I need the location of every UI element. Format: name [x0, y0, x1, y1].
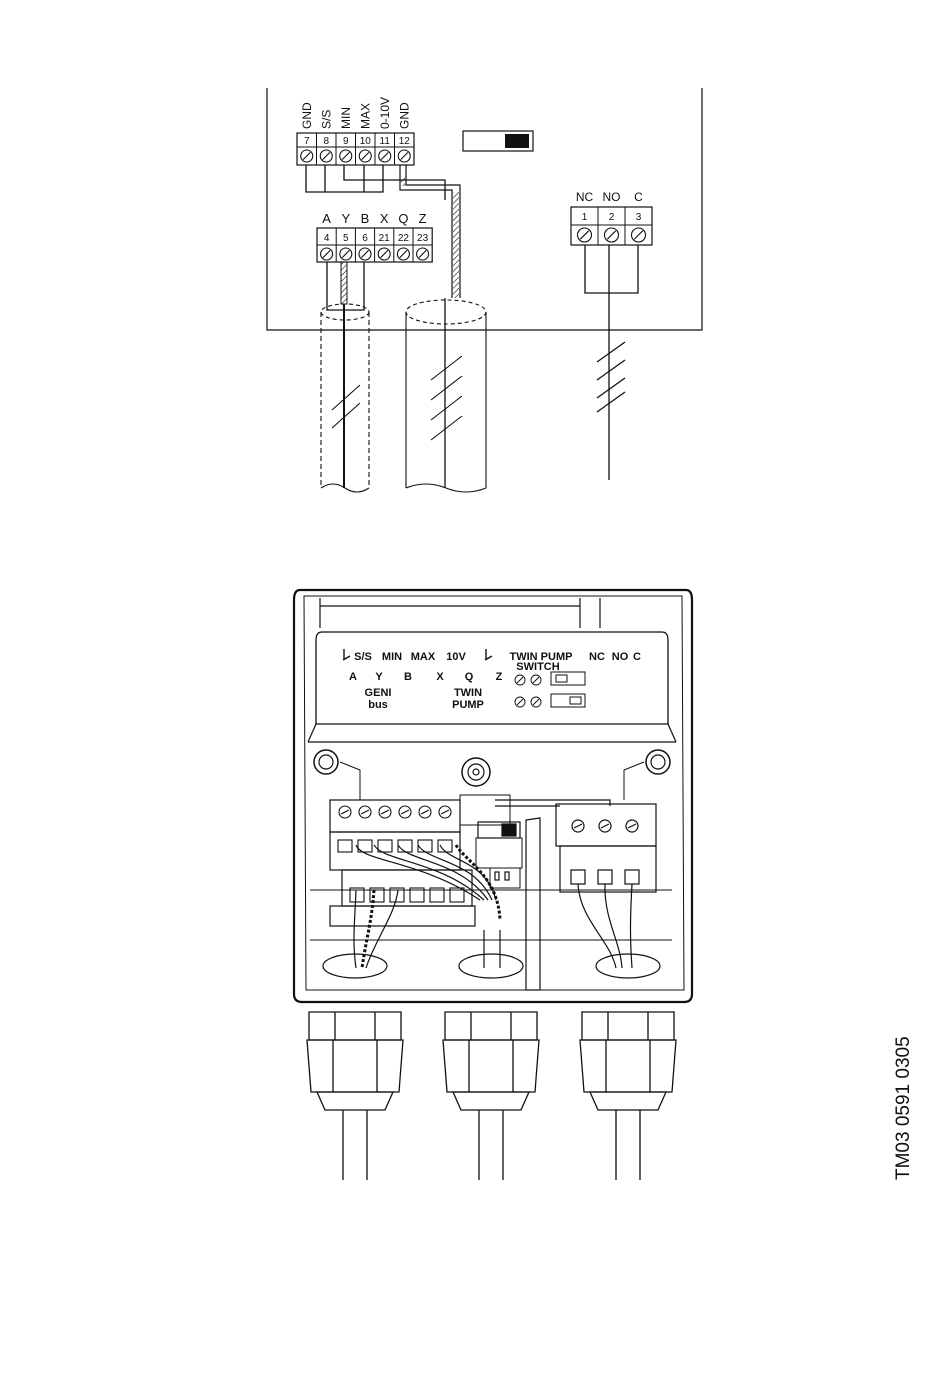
terminal-number: 23 [417, 233, 429, 244]
terminal-number: 10 [360, 136, 372, 147]
terminal-label: GND [300, 102, 314, 129]
terminal-label: NO [603, 190, 621, 204]
panel-label: GENI [365, 687, 392, 699]
panel-label: bus [368, 699, 388, 711]
terminal-label: MIN [339, 107, 353, 129]
terminal-number: 5 [343, 233, 349, 244]
control-terminal-block [330, 800, 475, 926]
panel-label: A [349, 671, 357, 683]
panel-label: C [633, 651, 641, 663]
relay-terminal-strip: 1 NC 2 NO 3 C [571, 190, 652, 245]
panel-label: NO [612, 651, 629, 663]
terminal-number: 11 [380, 136, 391, 147]
terminal-label: C [634, 190, 643, 204]
relay-wiring [585, 245, 638, 480]
terminal-label: NC [576, 190, 594, 204]
panel-label: 10V [446, 651, 466, 663]
twin-pump-switch-knob [505, 134, 529, 148]
terminal-number: 8 [323, 136, 329, 147]
terminal-number: 21 [379, 233, 391, 244]
document-id: TM03 0591 0305 [893, 1120, 913, 1180]
panel-label: S/S [354, 651, 372, 663]
ground-icon [343, 649, 350, 660]
terminal-label: Q [398, 211, 408, 226]
terminal-number: 9 [343, 136, 349, 147]
terminal-label: Y [341, 211, 350, 226]
panel-label: MIN [382, 651, 402, 663]
terminal-number: 12 [399, 136, 411, 147]
panel-label: Y [375, 671, 383, 683]
bus-terminal-strip: 4 A 5 Y 6 B 21 X 22 Q 23 Z [317, 211, 432, 262]
terminal-label: GND [397, 102, 411, 129]
panel-label: Z [496, 671, 503, 683]
terminal-label: X [380, 211, 389, 226]
terminal-number: 22 [398, 233, 410, 244]
terminal-number: 1 [582, 212, 588, 223]
top-terminal-strip: 7 GND 8 S/S 9 MIN 10 MAX 11 0-10V 12 GND [297, 97, 414, 165]
terminal-label: Z [419, 211, 427, 226]
terminal-label: A [322, 211, 331, 226]
panel-label: NC [589, 651, 605, 663]
panel-label: SWITCH [516, 661, 559, 673]
terminal-label: B [361, 211, 370, 226]
terminal-label: MAX [358, 103, 372, 129]
box-twin-pump-switch[interactable] [502, 824, 516, 836]
pump-symbol-icon [515, 675, 541, 707]
cable-analog [406, 300, 486, 492]
panel-label: MAX [411, 651, 436, 663]
terminal-label: S/S [319, 110, 333, 129]
ground-icon [485, 649, 492, 660]
panel-switch-twin [551, 694, 585, 707]
panel-label: TWIN [454, 687, 482, 699]
terminal-number: 7 [304, 136, 310, 147]
panel-label: PUMP [452, 699, 484, 711]
terminal-number: 2 [609, 212, 615, 223]
bus-wiring [327, 262, 364, 488]
terminal-number: 6 [362, 233, 368, 244]
terminal-number: 4 [324, 233, 330, 244]
panel-label: B [404, 671, 412, 683]
terminal-label: 0-10V [378, 97, 392, 129]
terminal-number: 3 [636, 212, 642, 223]
panel-label: X [436, 671, 444, 683]
cable-gland [307, 1012, 676, 1180]
relay-terminal-block [556, 804, 656, 892]
mounting-screw-icon [314, 750, 670, 786]
panel-label: Q [465, 671, 474, 683]
